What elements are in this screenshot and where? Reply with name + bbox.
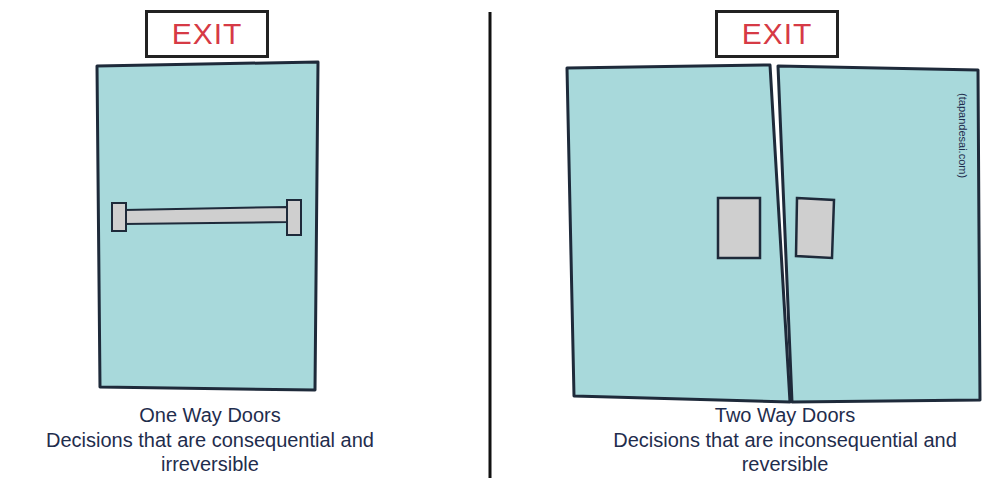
door-heading: Two Way Doors — [583, 403, 987, 427]
door-handle — [796, 198, 834, 258]
door-handle — [718, 198, 760, 258]
push-bar — [124, 207, 288, 224]
push-bar-cap — [287, 200, 301, 235]
door-description: Decisions that are inconsequential and r… — [583, 428, 987, 476]
door-leaf — [97, 62, 318, 390]
double-door — [567, 65, 980, 402]
single-door — [97, 62, 318, 390]
exit-sign: EXIT — [715, 10, 839, 58]
door-leaf — [778, 66, 980, 402]
watermark: (tapandesai.com) — [955, 94, 968, 179]
exit-text: EXIT — [172, 19, 243, 49]
exit-sign: EXIT — [145, 10, 269, 58]
push-bar-cap — [112, 203, 126, 231]
exit-text: EXIT — [742, 19, 813, 49]
door-heading: One Way Doors — [10, 403, 410, 427]
door-description: Decisions that are consequential and irr… — [10, 428, 410, 476]
door-leaf — [567, 65, 790, 402]
divider-line — [489, 12, 492, 478]
